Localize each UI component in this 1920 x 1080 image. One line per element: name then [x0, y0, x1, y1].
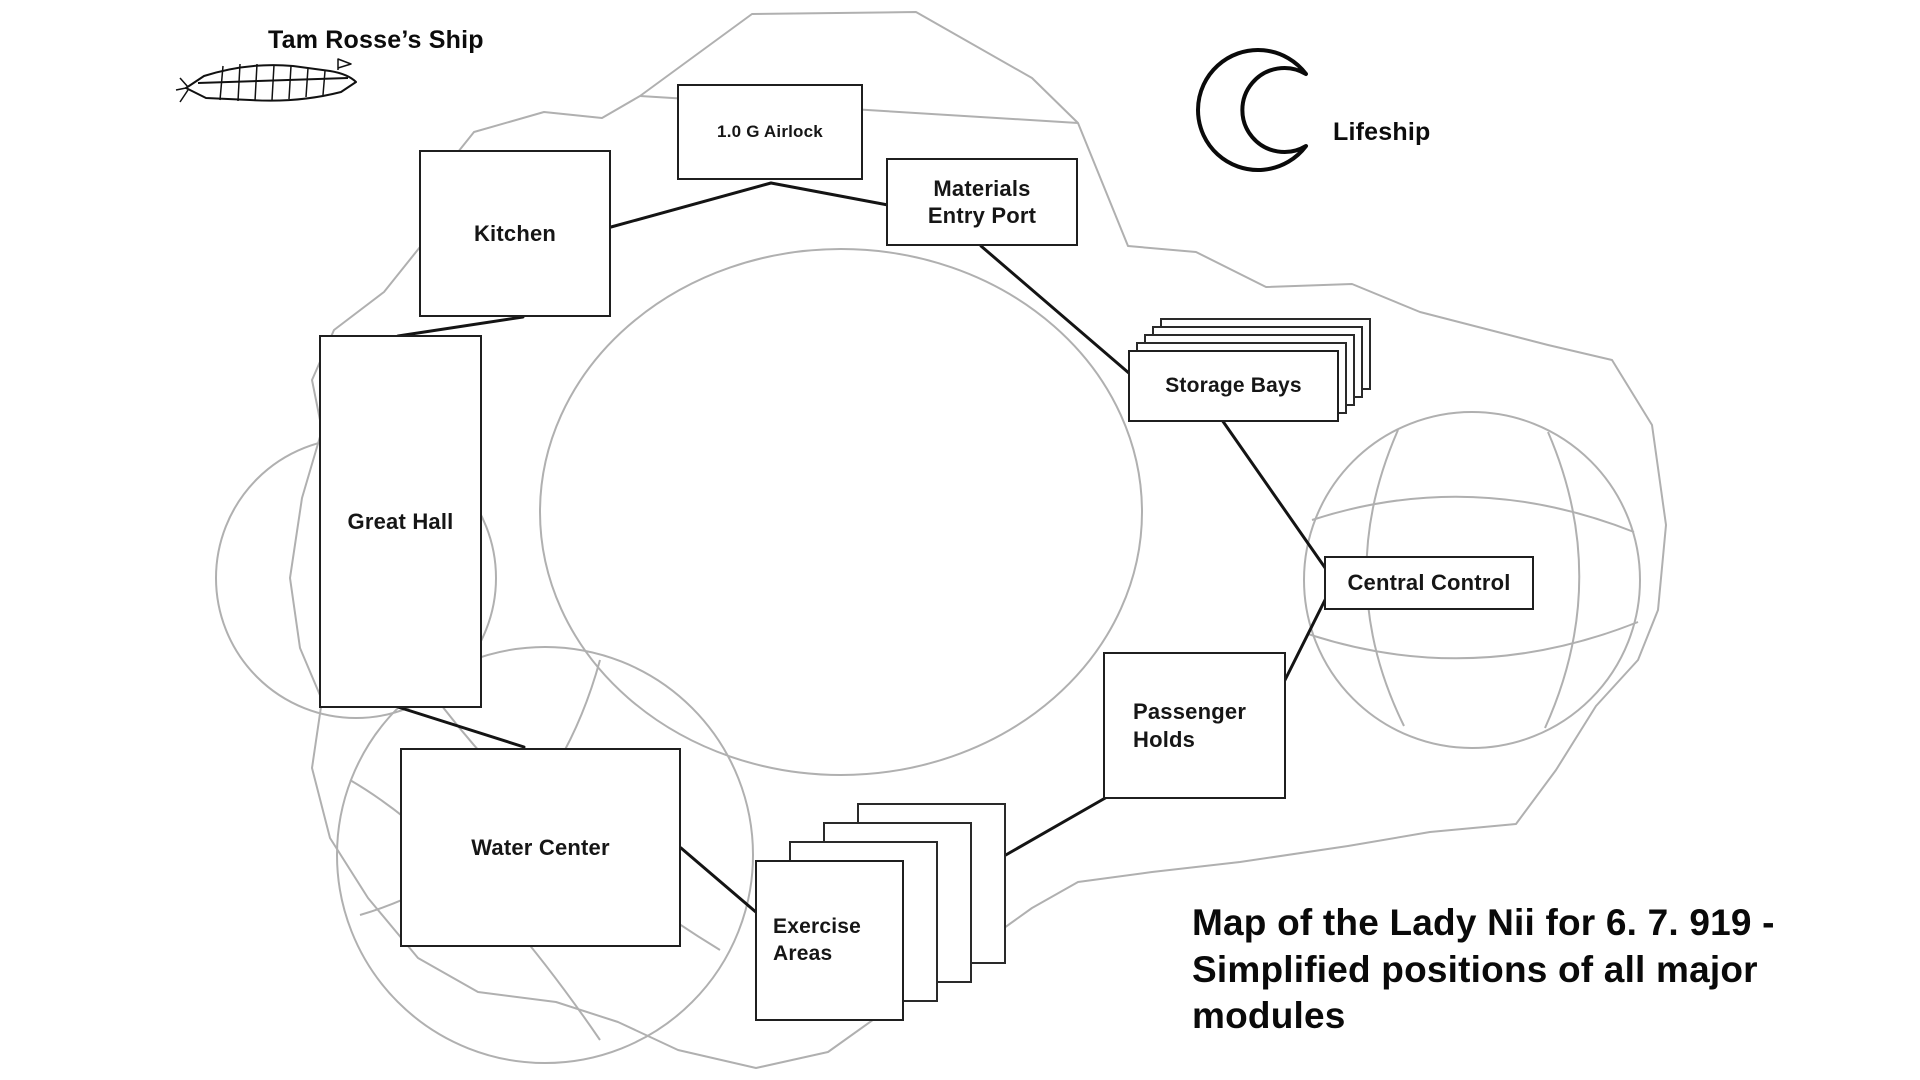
module-label-water-center: Water Center	[471, 834, 610, 860]
connector-materials-storage	[979, 244, 1132, 376]
module-box-exercise-areas: Exercise Areas	[755, 860, 904, 1021]
lifeship-icon	[1196, 48, 1308, 172]
connector-passenger-exercise	[1002, 795, 1109, 858]
ship-icon	[175, 58, 357, 103]
module-label-exercise-areas: Exercise Areas	[773, 915, 862, 965]
sphere-meridian-right	[1544, 431, 1581, 729]
sphere-circle	[1303, 411, 1641, 749]
module-box-water-center: Water Center	[400, 748, 681, 947]
connector-lines	[396, 181, 1330, 915]
connector-airlock-materials	[769, 181, 890, 207]
central-ellipse	[539, 248, 1143, 776]
module-label-storage-bays: Storage Bays	[1165, 373, 1302, 397]
module-label-kitchen: Kitchen	[473, 220, 557, 246]
module-box-airlock: 1.0 G Airlock	[677, 84, 863, 180]
connector-exercise-water	[679, 846, 759, 915]
sphere-parallel-upper	[1311, 495, 1635, 533]
connector-water-greathall	[396, 705, 526, 749]
module-label-passenger-holds: Passenger Holds	[1133, 699, 1247, 752]
module-label-materials-entry: Materials Entry Port	[927, 175, 1037, 229]
module-box-storage-bays: Storage Bays	[1128, 350, 1339, 422]
module-box-kitchen: Kitchen	[419, 150, 611, 317]
module-label-central-control: Central Control	[1347, 570, 1511, 596]
ship-label: Tam Rosse’s Ship	[268, 26, 484, 54]
module-box-materials-entry: Materials Entry Port	[886, 158, 1078, 246]
connector-storage-central	[1220, 418, 1330, 574]
sphere-parallel-lower	[1307, 621, 1639, 660]
connector-kitchen-airlock	[609, 181, 773, 229]
lifeship-label: Lifeship	[1333, 118, 1431, 146]
module-box-central-control: Central Control	[1324, 556, 1534, 610]
connector-central-passenger	[1282, 594, 1329, 684]
module-label-great-hall: Great Hall	[347, 508, 454, 534]
module-label-airlock: 1.0 G Airlock	[717, 122, 823, 142]
module-box-passenger-holds: Passenger Holds	[1103, 652, 1286, 799]
module-box-great-hall: Great Hall	[319, 335, 482, 708]
scallop-circle	[336, 646, 754, 1064]
map-title: Map of the Lady Nii for 6. 7. 919 - Simp…	[1192, 902, 1775, 1037]
connector-greathall-kitchen	[396, 315, 525, 338]
